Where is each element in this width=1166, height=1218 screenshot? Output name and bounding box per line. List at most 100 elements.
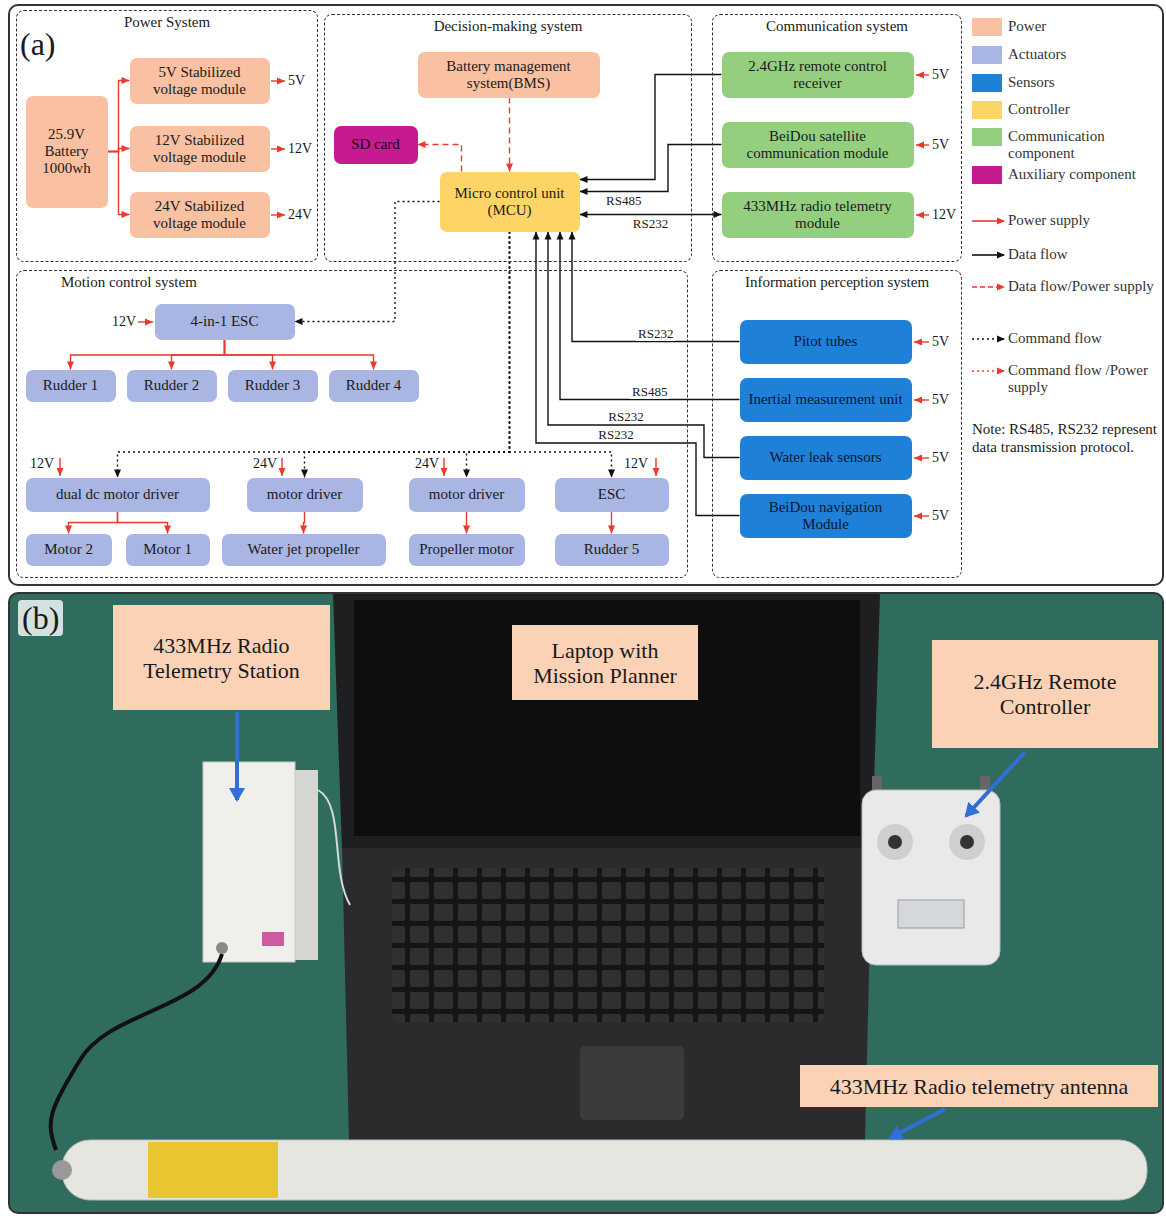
box-text: Inertial measurement unit xyxy=(748,391,902,408)
legend-swatch xyxy=(972,46,1002,64)
remote-stick-base xyxy=(949,824,985,860)
connector xyxy=(463,232,510,478)
supply-arrow xyxy=(916,72,929,79)
sensor-box: Pitot tubes xyxy=(740,320,912,364)
box-text: motor driver xyxy=(429,486,504,503)
arrow-head xyxy=(122,211,130,218)
arrow-head xyxy=(608,526,615,534)
box-text: Propeller motor xyxy=(419,541,514,558)
actuator-box: Propeller motor xyxy=(409,534,525,566)
arrow-head xyxy=(279,468,286,476)
supply-arrow xyxy=(916,212,929,219)
protocol-label: RS232 xyxy=(631,217,670,231)
supply-voltage-label: 5V xyxy=(932,508,949,524)
arrow-head xyxy=(300,526,307,534)
box-text: BeiDou satellite communication module xyxy=(728,128,908,162)
connector xyxy=(569,232,740,342)
supply-arrow xyxy=(914,339,929,346)
connector xyxy=(168,340,225,370)
connector-line xyxy=(467,232,510,478)
box-text: Rudder 5 xyxy=(584,541,639,558)
supply-arrow xyxy=(653,458,660,476)
legend-text: Actuators xyxy=(1008,46,1160,63)
connector-line xyxy=(172,340,225,370)
arrow-head xyxy=(545,232,552,240)
power-box: Battery management system(BMS) xyxy=(418,52,600,98)
box-text: 2.4GHz remote control receiver xyxy=(728,58,908,92)
legend-line-sample xyxy=(972,281,1006,293)
group-title: Information perception system xyxy=(713,274,961,291)
connector xyxy=(118,512,172,534)
legend-text: Sensors xyxy=(1008,74,1160,91)
supply-arrow xyxy=(914,513,929,520)
legend-text: Communication component xyxy=(1008,128,1160,162)
actuator-box: 4-in-1 ESC xyxy=(155,304,295,340)
box-text: dual dc motor driver xyxy=(56,486,179,503)
arrow-head xyxy=(569,232,576,240)
arrow-head xyxy=(463,470,470,478)
actuator-box: motor driver xyxy=(247,478,363,512)
arrow-head xyxy=(441,468,448,476)
box-text: BeiDou navigation Module xyxy=(746,499,906,533)
legend-line-sample xyxy=(972,215,1006,227)
communication-box: 433MHz radio telemetry module xyxy=(722,192,914,238)
box-text: 5V Stabilized voltage module xyxy=(136,64,264,98)
station-cable xyxy=(51,954,222,1150)
box-text: 433MHz Radio telemetry antenna xyxy=(830,1074,1129,1099)
connector xyxy=(108,77,130,152)
arrow-head xyxy=(914,397,922,404)
arrow-head xyxy=(997,218,1005,225)
supply-voltage-label: 12V xyxy=(288,141,312,157)
arrow-head xyxy=(914,455,922,462)
laptop-keyboard xyxy=(392,868,824,1022)
protocol-label: RS232 xyxy=(596,428,635,442)
arrow-head xyxy=(714,211,722,218)
arrow-head xyxy=(916,142,924,149)
photo-callout: 433MHz Radio telemetry antenna xyxy=(800,1065,1158,1107)
connector xyxy=(545,232,740,458)
actuator-box: Rudder 1 xyxy=(26,370,116,402)
legend-text: Power xyxy=(1008,18,1160,35)
arrow-head xyxy=(269,362,276,370)
legend-swatch xyxy=(972,166,1002,184)
legend-line-sample xyxy=(972,249,1006,261)
box-text: Water leak sensors xyxy=(769,449,881,466)
group-title: Communication system xyxy=(713,18,961,35)
arrow-head xyxy=(997,252,1005,259)
supply-voltage-label: 12V xyxy=(30,456,54,472)
group-title: Motion control system xyxy=(17,274,687,291)
box-text: Rudder 3 xyxy=(245,377,300,394)
note-text: Note: RS485, RS232 represent data transm… xyxy=(972,420,1158,456)
box-text: 24V Stabilized voltage module xyxy=(136,198,264,232)
legend-text: Data flow xyxy=(1008,246,1160,263)
connector-line xyxy=(225,340,374,370)
panel-letter: (b) xyxy=(18,600,63,636)
supply-voltage-label: 24V xyxy=(415,456,439,472)
connector-line xyxy=(580,145,722,192)
supply-voltage-label: 5V xyxy=(288,73,305,89)
box-text: motor driver xyxy=(267,486,342,503)
arrow-head xyxy=(277,78,285,85)
connector-line xyxy=(580,75,722,180)
pointer-arrow xyxy=(890,1109,945,1138)
arrow-head xyxy=(301,470,308,478)
box-text: 12V Stabilized voltage module xyxy=(136,132,264,166)
connector-line xyxy=(108,81,130,152)
arrow-head xyxy=(997,368,1005,375)
box-text: Motor 1 xyxy=(143,541,192,558)
supply-voltage-label: 5V xyxy=(932,392,949,408)
sensor-box: Inertial measurement unit xyxy=(740,378,912,422)
box-text: Rudder 2 xyxy=(144,377,199,394)
box-text: Rudder 4 xyxy=(346,377,401,394)
subsystem-group: Communication system 2.4GHz remote contro… xyxy=(712,14,962,262)
station-connector xyxy=(262,932,284,946)
connector-line xyxy=(69,512,118,534)
arrow-head xyxy=(914,339,922,346)
legend-text: Data flow/Power supply xyxy=(1008,278,1160,295)
protocol-label: RS485 xyxy=(630,385,669,399)
box-text: Rudder 1 xyxy=(43,377,98,394)
actuator-box: ESC xyxy=(555,478,669,512)
arrow-head xyxy=(914,513,922,520)
supply-arrow xyxy=(914,397,929,404)
station-box xyxy=(203,762,295,962)
